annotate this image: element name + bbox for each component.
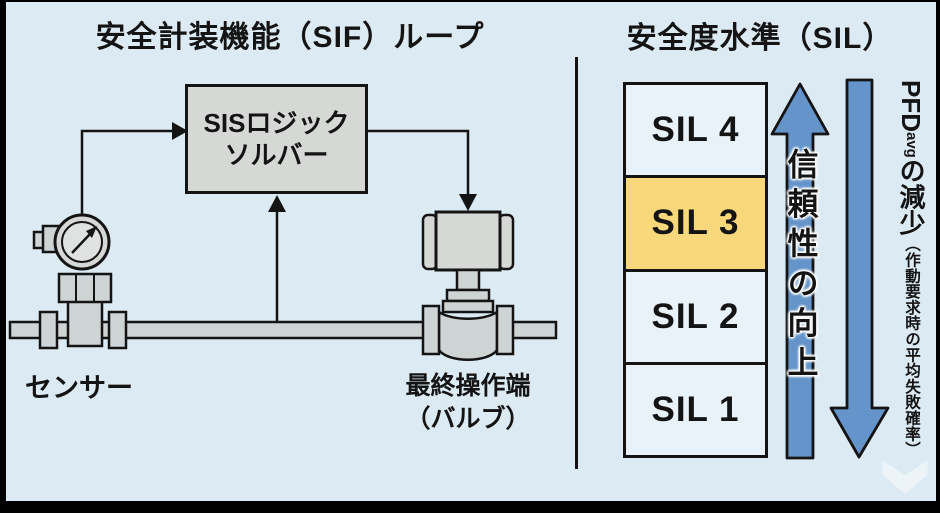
sil-row-4-label: SIL 4 bbox=[651, 110, 740, 150]
sil-title: 安全度水準（SIL） bbox=[626, 22, 894, 55]
final-element-label-line1: 最終操作端 bbox=[405, 372, 531, 400]
final-element-label: 最終操作端 （バルブ） bbox=[393, 370, 543, 435]
sil-row-2-label: SIL 2 bbox=[651, 296, 740, 336]
pfd-label-main: PFD bbox=[896, 80, 926, 132]
sis-logic-solver-label-line1: SISロジック bbox=[203, 107, 350, 138]
sif-loop-title: 安全計装機能（SIF）ループ bbox=[95, 21, 485, 54]
sis-logic-solver-box: SISロジック ソルバー bbox=[185, 84, 368, 194]
sensor-label: センサー bbox=[25, 373, 133, 403]
pfd-label-tail: の減少 bbox=[896, 157, 926, 236]
sil-row-2: SIL 2 bbox=[626, 271, 765, 365]
sil-level-stack: SIL 4 SIL 3 SIL 2 SIL 1 bbox=[623, 82, 768, 458]
sil-row-1: SIL 1 bbox=[626, 364, 765, 455]
sis-logic-solver-label-line2: ソルバー bbox=[224, 140, 329, 170]
sil-row-4: SIL 4 bbox=[626, 85, 765, 179]
reliability-label-text: 信頼性の向上 bbox=[782, 148, 818, 387]
pfd-label-text: PFDavgの減少（作動要求時の平均失敗確率） bbox=[896, 80, 926, 484]
pfd-note-text: （作動要求時の平均失敗確率） bbox=[903, 235, 920, 458]
pfd-label-subscript: avg bbox=[903, 132, 920, 158]
reliability-up-arrow-label: 信頼性の向上 bbox=[770, 148, 830, 438]
panel-divider bbox=[575, 57, 578, 469]
final-element-label-line2: （バルブ） bbox=[405, 404, 531, 433]
sil-row-3-label: SIL 3 bbox=[651, 203, 740, 243]
sil-row-1-label: SIL 1 bbox=[651, 389, 740, 429]
pfd-label-column: PFDavgの減少（作動要求時の平均失敗確率） bbox=[888, 80, 934, 484]
sil-row-3: SIL 3 bbox=[626, 178, 765, 272]
